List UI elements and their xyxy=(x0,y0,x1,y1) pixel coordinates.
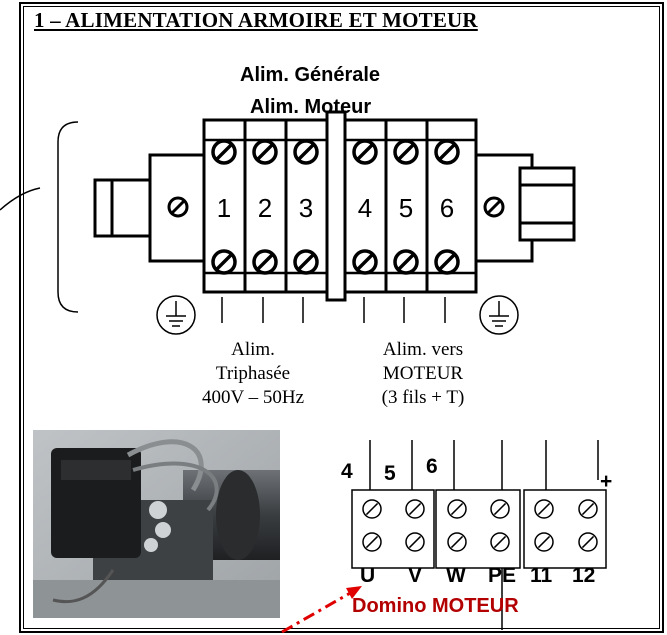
domino-screw-bottom-1 xyxy=(362,532,382,552)
domino-top-number: 4 xyxy=(341,460,353,483)
inner-frame xyxy=(23,6,660,629)
section-title: 1 – ALIMENTATION ARMOIRE ET MOTEUR xyxy=(34,8,478,32)
domino-moteur-label: Domino MOTEUR xyxy=(352,595,519,617)
wire-ticks xyxy=(221,297,446,323)
terminal-screw-top-1 xyxy=(211,139,237,165)
domino-screw-bottom-4 xyxy=(490,532,510,552)
domino-top-number: 5 xyxy=(384,462,396,485)
din-rail-right xyxy=(474,153,576,263)
terminal-number-4: 4 xyxy=(358,193,372,223)
domino-bottom-label: U xyxy=(360,564,376,587)
domino-screw-top-4 xyxy=(490,499,510,519)
terminal-screw-top-4 xyxy=(352,139,378,165)
caption-right-line-2: MOTEUR xyxy=(382,363,464,384)
domino-bottom-label: 11 xyxy=(530,564,553,587)
motor-photo-drawing xyxy=(33,430,280,618)
domino-screw-bottom-2 xyxy=(405,532,425,552)
domino-screw-top-1 xyxy=(362,499,382,519)
domino-screw-top-6 xyxy=(578,499,598,519)
domino-bottom-label: V xyxy=(408,564,423,587)
terminal-screw-top-6 xyxy=(434,139,460,165)
terminal-number-5: 5 xyxy=(399,193,413,223)
domino-screw-bottom-3 xyxy=(447,532,467,552)
caption-left-line-2: Triphasée xyxy=(215,363,291,384)
motor-photo xyxy=(33,430,280,618)
left-bracket xyxy=(57,121,79,313)
domino-screw-top-2 xyxy=(405,499,425,519)
alim-generale-label: Alim. Générale xyxy=(240,64,381,86)
caption-left-line-1: Alim. xyxy=(231,339,275,360)
domino-bottom-label: 12 xyxy=(572,564,596,587)
terminal-screw-top-5 xyxy=(393,139,419,165)
terminal-screw-bottom-1 xyxy=(211,249,237,275)
bracket-lead-line xyxy=(0,187,41,211)
terminal-number-3: 3 xyxy=(299,193,313,223)
caption-alim-triphasee: Alim. Triphasée 400V – 50Hz xyxy=(178,338,328,410)
domino-screw-top-5 xyxy=(534,499,554,519)
terminal-screw-bottom-4 xyxy=(352,249,378,275)
domino-moteur xyxy=(351,440,607,630)
domino-bottom-label: W xyxy=(446,564,466,587)
din-rail-left xyxy=(93,153,208,263)
terminal-number-2: 2 xyxy=(258,193,272,223)
domino-screw-bottom-6 xyxy=(578,532,598,552)
caption-right-line-1: Alim. vers xyxy=(382,339,464,360)
terminal-screw-bottom-2 xyxy=(252,249,278,275)
domino-screws xyxy=(362,499,598,552)
domino-bottom-label: PE xyxy=(488,564,517,587)
terminal-number-6: 6 xyxy=(440,193,454,223)
terminal-screw-top-2 xyxy=(252,139,278,165)
terminal-block xyxy=(202,110,478,302)
terminal-screw-bottom-3 xyxy=(293,249,319,275)
ground-symbol-right xyxy=(479,295,519,335)
domino-top-number: 6 xyxy=(426,455,438,478)
caption-right-line-3: (3 fils + T) xyxy=(381,387,465,408)
terminal-screw-bottom-6 xyxy=(434,249,460,275)
caption-alim-moteur: Alim. vers MOTEUR (3 fils + T) xyxy=(348,338,498,410)
domino-screw-bottom-5 xyxy=(534,532,554,552)
domino-top-number: + xyxy=(600,470,613,493)
pointer-arrow xyxy=(281,586,362,634)
center-separator xyxy=(325,110,347,302)
terminal-number-1: 1 xyxy=(217,193,231,223)
caption-left-line-3: 400V – 50Hz xyxy=(201,387,305,408)
terminal-screws xyxy=(211,139,460,275)
terminal-screw-bottom-5 xyxy=(393,249,419,275)
outer-frame xyxy=(19,2,664,633)
ground-symbol-left xyxy=(156,295,196,335)
terminal-screw-top-3 xyxy=(293,139,319,165)
domino-screw-top-3 xyxy=(447,499,467,519)
